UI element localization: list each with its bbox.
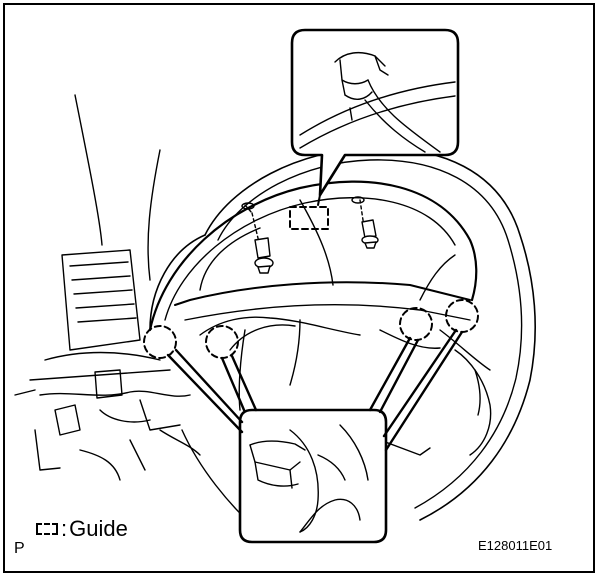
steering-pad-cover (148, 180, 478, 332)
callout-leaders (166, 328, 464, 452)
legend-separator: : (61, 516, 68, 541)
clip-right (351, 196, 379, 249)
bottom-detail-callout (238, 408, 388, 544)
steering-wheel-rim (149, 147, 536, 529)
guide-circle-3 (399, 307, 433, 341)
steering-spokes (199, 316, 492, 456)
guide-pointer (317, 194, 321, 206)
legend-label: Guide (69, 516, 128, 541)
clip-left (241, 202, 274, 274)
figure-code: E128011E01 (478, 538, 553, 553)
guide-markers (143, 299, 479, 359)
guide-box (289, 206, 329, 230)
dashboard-background (14, 94, 201, 481)
guide-circle-1 (143, 325, 177, 359)
diagram-frame (3, 3, 595, 573)
guide-legend-symbol (36, 523, 58, 535)
top-detail-callout (290, 28, 460, 197)
guide-circle-2 (205, 325, 239, 359)
corner-label: P (14, 540, 25, 557)
legend: : Guide (36, 514, 128, 544)
